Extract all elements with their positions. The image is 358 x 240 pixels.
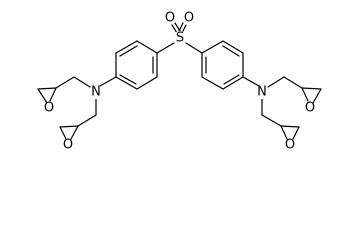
epoxide-oxygen-4-label: O — [285, 138, 295, 153]
epoxide-oxygen-2: O — [62, 138, 74, 153]
left-lower-glycidyl — [59, 114, 97, 140]
left-benzene-ring — [115, 40, 158, 90]
amine-right-label: N — [257, 85, 267, 100]
epoxide-oxygen-4: O — [284, 138, 296, 153]
sulfonyl-oxygen-right-label: O — [184, 11, 194, 26]
sulfonyl-oxygen-right: O — [183, 11, 195, 26]
right-upper-glycidyl — [283, 76, 322, 104]
amine-left-atom: N — [89, 85, 103, 100]
epoxide-oxygen-1: O — [43, 101, 55, 116]
sulfur-label: S — [176, 31, 184, 46]
atom-labels: S O O N N O O O — [43, 11, 316, 153]
amine-left-label: N — [91, 85, 101, 100]
right-benzene-ring — [201, 40, 244, 90]
left-amine-bonds — [73, 76, 117, 116]
right-lower-glycidyl — [261, 114, 300, 140]
epoxide-oxygen-3-label: O — [305, 101, 315, 116]
epoxide-oxygen-1-label: O — [44, 101, 54, 116]
sulfonyl-bonds — [156, 22, 203, 54]
chemical-structure: S O O N N O O O — [37, 11, 322, 153]
left-upper-glycidyl — [37, 76, 75, 104]
epoxide-oxygen-2-label: O — [63, 138, 73, 153]
epoxide-oxygen-3: O — [304, 101, 316, 116]
amine-right-atom: N — [255, 85, 269, 100]
right-amine-bonds — [242, 76, 285, 116]
bonds — [37, 22, 322, 140]
sulfonyl-oxygen-left-label: O — [165, 11, 175, 26]
sulfonyl-oxygen-left: O — [164, 11, 176, 26]
sulfur-atom: S — [173, 31, 187, 46]
